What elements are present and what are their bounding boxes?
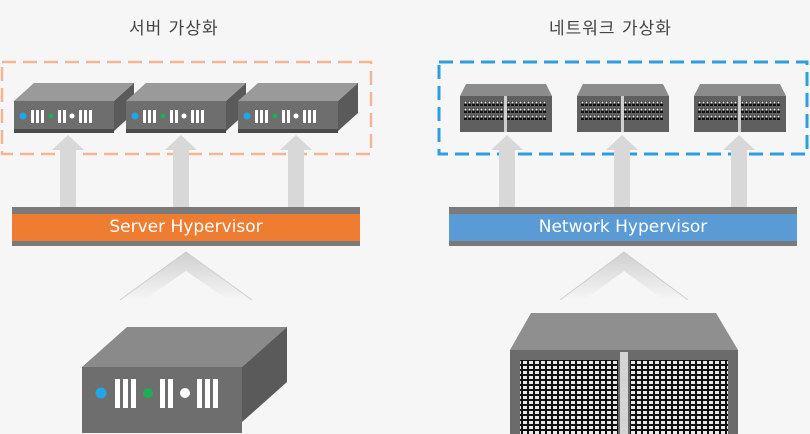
server-hypervisor-bar [12,207,360,246]
up-arrow-icon [165,135,197,211]
server-icon [126,83,246,133]
chevron-up-arrow-icon [119,251,253,301]
chevron-up-arrow-icon [559,251,689,301]
network-hypervisor-bar [449,207,797,246]
up-arrow-icon [491,135,523,211]
server-icon [238,83,358,133]
network-virtualization-title: 네트워크 가상화 [549,19,672,39]
network-switch-icon [694,84,786,132]
network-switch-icon [577,84,669,132]
network-hypervisor-label: Network Hypervisor [538,217,708,237]
physical-server-icon [82,327,287,433]
server-virtualization-title: 서버 가상화 [129,19,219,39]
physical-network-chassis-icon [510,313,738,434]
server-icon [14,83,134,133]
up-arrow-icon [280,135,312,211]
up-arrow-icon [723,135,755,211]
up-arrow-icon [52,135,84,211]
server-hypervisor-label: Server Hypervisor [109,217,263,237]
network-switch-icon [460,84,552,132]
up-arrow-icon [606,135,638,211]
